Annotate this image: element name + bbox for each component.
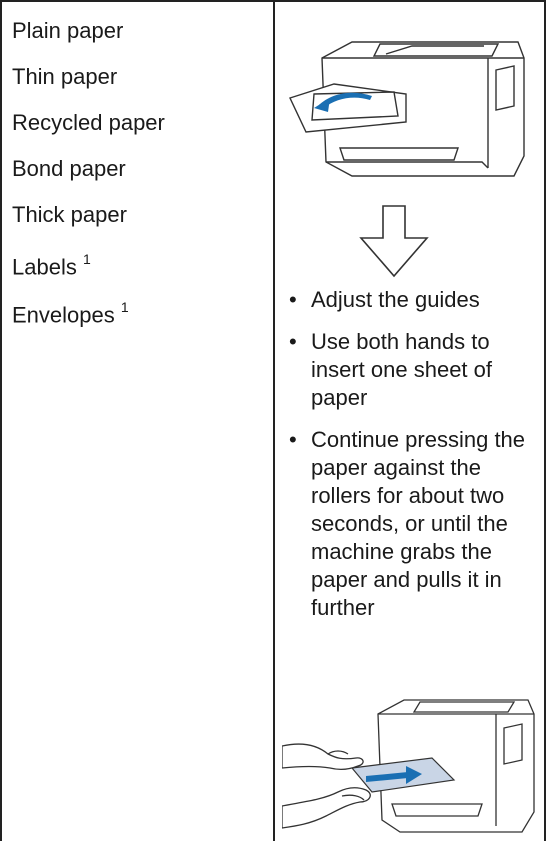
paper-type-label: Labels <box>12 254 77 280</box>
bullet-icon: • <box>289 427 297 452</box>
paper-type-item: Thin paper <box>12 64 117 90</box>
instruction-item: • Adjust the guides <box>287 286 542 314</box>
paper-type-item: Bond paper <box>12 156 126 182</box>
footnote-marker: 1 <box>120 299 129 315</box>
instruction-text: Adjust the guides <box>311 287 480 312</box>
instruction-text: Use both hands to insert one sheet of pa… <box>311 329 493 410</box>
hands-inserting-paper-illustration <box>282 699 535 833</box>
printer-illustration <box>289 41 525 177</box>
instruction-text: Continue pressing the paper against the … <box>311 427 526 620</box>
paper-type-item: Plain paper <box>12 18 123 44</box>
instruction-list: • Adjust the guides • Use both hands to … <box>287 286 542 636</box>
table-left-border <box>0 0 2 841</box>
paper-type-item: Recycled paper <box>12 110 165 136</box>
paper-type-label: Envelopes <box>12 302 115 328</box>
bullet-icon: • <box>289 329 297 354</box>
instruction-item: • Use both hands to insert one sheet of … <box>287 328 542 412</box>
instruction-item: • Continue pressing the paper against th… <box>287 426 542 622</box>
paper-type-label: Thin paper <box>12 64 118 89</box>
paper-type-item: Labels 1 <box>12 248 91 280</box>
bullet-icon: • <box>289 287 297 312</box>
paper-type-label: Plain paper <box>12 18 124 43</box>
paper-type-item: Envelopes 1 <box>12 296 129 328</box>
paper-type-label: Thick paper <box>12 202 127 227</box>
column-divider <box>273 0 275 841</box>
down-arrow-icon <box>359 205 429 278</box>
table-right-border <box>544 0 546 841</box>
paper-type-label: Recycled paper <box>12 110 165 135</box>
paper-type-label: Bond paper <box>12 156 126 181</box>
paper-type-item: Thick paper <box>12 202 127 228</box>
footnote-marker: 1 <box>82 251 91 267</box>
